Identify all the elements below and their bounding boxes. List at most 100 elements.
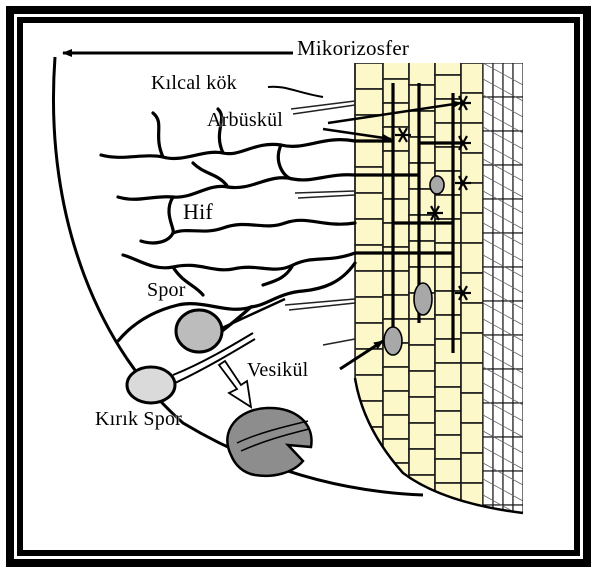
stele-cell (503, 233, 513, 267)
root-cell (461, 483, 483, 513)
stele-cell (483, 233, 493, 267)
root-cell (461, 393, 483, 423)
stele-cell (493, 131, 503, 165)
root-cell (435, 315, 461, 339)
stele-cell (503, 335, 513, 369)
root-cell (409, 137, 435, 163)
root-cell (383, 295, 409, 319)
broken-spore (227, 408, 311, 476)
root-cell (461, 213, 483, 243)
stele-cell (493, 199, 503, 233)
stele-cell (503, 97, 513, 131)
root-cell (409, 423, 435, 449)
root-cell (435, 51, 461, 75)
root-cell (355, 219, 383, 245)
root-cell (383, 199, 409, 223)
root-cell (409, 371, 435, 397)
diagram-area: Mikorizosfer Kılcal kök Arbüskül Hif Spo… (23, 23, 574, 550)
root-cell (461, 513, 483, 543)
inner-frame: Mikorizosfer Kılcal kök Arbüskül Hif Spo… (17, 17, 580, 556)
stele-cell (493, 437, 503, 471)
stele-cell (513, 233, 523, 267)
root-cell (355, 89, 383, 115)
root-cell (355, 167, 383, 193)
root-cell (383, 151, 409, 175)
root-cell (383, 271, 409, 295)
root-cell (435, 459, 461, 483)
root-cell (355, 271, 383, 297)
root-cell (435, 147, 461, 171)
root-cell (435, 411, 461, 435)
root-cell (409, 189, 435, 215)
root-cell (435, 267, 461, 291)
stele-cell (483, 505, 493, 539)
root-cell (461, 243, 483, 273)
root-cell (355, 297, 383, 323)
root-cell (383, 367, 409, 391)
label-arbuscule: Arbüskül (207, 109, 283, 132)
root-cell (383, 487, 409, 511)
label-hypha: Hif (183, 199, 213, 225)
root-cell (461, 153, 483, 183)
stele-cell (493, 403, 503, 437)
frame-gap: Mikorizosfer Kılcal kök Arbüskül Hif Spo… (14, 14, 583, 559)
stele-cell (513, 505, 523, 539)
root-hair-pointer (268, 87, 323, 97)
root-cell (461, 303, 483, 333)
root-cell (461, 333, 483, 363)
root-cell (435, 243, 461, 267)
label-vesicle: Vesikül (247, 359, 308, 382)
root-cell (409, 449, 435, 475)
root-cell (383, 511, 409, 535)
stele-hatch (483, 511, 523, 533)
stele-cell (503, 165, 513, 199)
stele-cell (503, 437, 513, 471)
root-cell (383, 175, 409, 199)
stele-cell (493, 165, 503, 199)
stele-cell (503, 267, 513, 301)
stele-cell (503, 63, 513, 97)
root-cell (409, 397, 435, 423)
root-cell (383, 391, 409, 415)
stele-cell (493, 301, 503, 335)
stele-cell (493, 335, 503, 369)
label-spore: Spor (147, 279, 186, 302)
root-cell (461, 183, 483, 213)
root-cell (383, 223, 409, 247)
root-cell (383, 415, 409, 439)
stele-cell (503, 403, 513, 437)
root-cell (355, 349, 383, 375)
root-cell (409, 345, 435, 371)
root-cell (409, 501, 435, 527)
label-mycorrhizosphere: Mikorizosfer (297, 36, 409, 61)
outer-frame: Mikorizosfer Kılcal kök Arbüskül Hif Spo… (6, 6, 591, 567)
label-broken-spore: Kırık Spor (95, 408, 182, 431)
stele-cell (493, 97, 503, 131)
root-cell (435, 291, 461, 315)
root-tissue (355, 51, 523, 543)
root-cell (355, 193, 383, 219)
root-cell (461, 273, 483, 303)
root-cell (355, 505, 383, 531)
root-cell (461, 63, 483, 93)
root-cell (409, 111, 435, 137)
stele-cell (503, 471, 513, 505)
vesicle (384, 327, 402, 355)
stele-cell (503, 369, 513, 403)
root-cell (383, 247, 409, 271)
root-cell (355, 141, 383, 167)
root-cell (435, 507, 461, 531)
root-cell (461, 123, 483, 153)
root-cell (435, 435, 461, 459)
root-cell (461, 453, 483, 483)
root-cell (461, 423, 483, 453)
stele-cell (493, 471, 503, 505)
root-cell (435, 339, 461, 363)
root-cell (355, 245, 383, 271)
hyphae (101, 109, 355, 351)
stele-cell (493, 63, 503, 97)
root-cell (435, 75, 461, 99)
stele-cell (503, 301, 513, 335)
root-cell (461, 363, 483, 393)
